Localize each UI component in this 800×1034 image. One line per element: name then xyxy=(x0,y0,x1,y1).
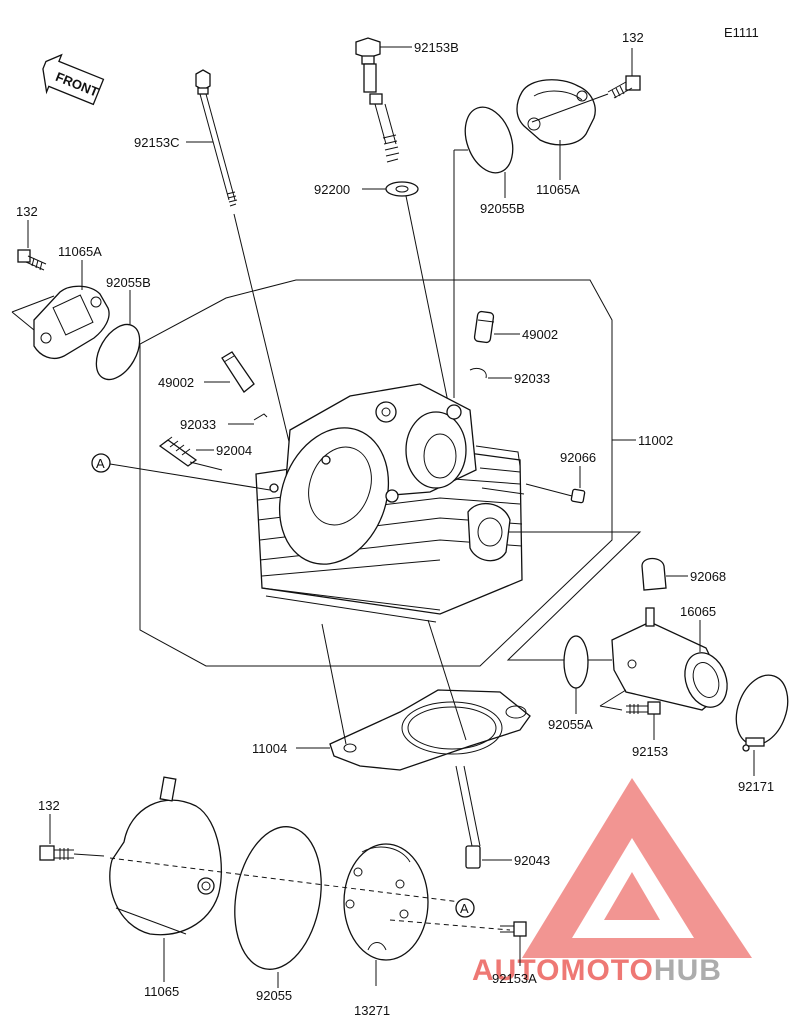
watermark-wordmark: AUTOMOTOHUB xyxy=(472,954,722,987)
plate-13271 xyxy=(343,843,429,961)
svg-text:AUTOMOTOHUB: AUTOMOTOHUB xyxy=(472,954,722,987)
label-16065: 16065 xyxy=(680,604,716,619)
label-92153C: 92153C xyxy=(134,135,180,150)
label-11002: 11002 xyxy=(638,433,673,448)
label-92068: 92068 xyxy=(690,569,726,584)
valve-guide-49002-left xyxy=(221,351,255,393)
oring-92055A xyxy=(563,635,589,689)
cylinder-head-11002 xyxy=(255,383,525,623)
label-132-left: 132 xyxy=(16,204,38,219)
clamp-92171 xyxy=(735,674,789,752)
label-49002-left: 49002 xyxy=(158,375,194,390)
watermark-triangle-core xyxy=(604,872,660,920)
stud-bolt-92153C xyxy=(195,69,238,207)
label-92055B-top: 92055B xyxy=(480,201,525,216)
label-92055A: 92055A xyxy=(548,717,593,732)
label-92033-right: 92033 xyxy=(514,371,550,386)
label-92055B-left: 92055B xyxy=(106,275,151,290)
watermark-moto: MOTO xyxy=(560,954,653,987)
label-49002-right: 49002 xyxy=(522,327,558,342)
label-13271: 13271 xyxy=(354,1003,390,1018)
bolt-92153B xyxy=(355,37,400,163)
label-92153A: 92153A xyxy=(492,971,537,986)
washer-92200 xyxy=(385,181,419,197)
dowel-92043 xyxy=(465,845,481,869)
gasket-11004 xyxy=(329,689,531,771)
bolt-132-top xyxy=(607,75,641,99)
label-92171: 92171 xyxy=(738,779,774,794)
oring-92055B-left xyxy=(95,323,141,381)
label-92200: 92200 xyxy=(314,182,350,197)
bolt-92153A xyxy=(500,921,527,937)
watermark-logo xyxy=(522,778,752,958)
diagram-code: E1111 xyxy=(724,25,759,40)
bolt-132-left xyxy=(17,249,47,271)
front-arrow-icon: FRONT xyxy=(42,53,105,106)
intake-pipe-16065 xyxy=(611,607,728,711)
oring-92055B-top xyxy=(464,106,514,174)
bolt-132-bottom xyxy=(39,845,74,861)
label-92066: 92066 xyxy=(560,450,596,465)
svg-text:A: A xyxy=(96,456,105,471)
clip-92033-right xyxy=(469,367,487,379)
ref-marker-a-right: A xyxy=(455,898,475,918)
label-92153: 92153 xyxy=(632,744,668,759)
dowel-92066 xyxy=(570,488,586,504)
cover-11065A-left xyxy=(33,285,110,360)
valve-guide-49002-right xyxy=(473,310,495,344)
label-11065A-left: 11065A xyxy=(58,244,102,259)
label-132-top: 132 xyxy=(622,30,644,45)
label-11065A-top: 11065A xyxy=(536,182,580,197)
oring-92055 xyxy=(234,826,322,970)
watermark-hub: HUB xyxy=(654,954,722,987)
label-11004: 11004 xyxy=(252,741,287,756)
cap-92068 xyxy=(641,557,667,591)
cover-11065 xyxy=(109,776,222,936)
clip-92033-left xyxy=(253,413,268,421)
label-92033-left: 92033 xyxy=(180,417,216,432)
label-92004: 92004 xyxy=(216,443,252,458)
label-132-bottom: 132 xyxy=(38,798,60,813)
label-11065: 11065 xyxy=(144,984,179,999)
label-92153B: 92153B xyxy=(414,40,459,55)
bolt-92153 xyxy=(626,701,661,715)
svg-text:A: A xyxy=(460,901,469,916)
cover-11065A-top xyxy=(516,79,596,146)
label-92043: 92043 xyxy=(514,853,550,868)
label-92055: 92055 xyxy=(256,988,292,1003)
stud-92004 xyxy=(158,436,198,467)
watermark-auto: AUTO xyxy=(472,954,560,987)
ref-marker-a-left: A xyxy=(91,453,111,473)
